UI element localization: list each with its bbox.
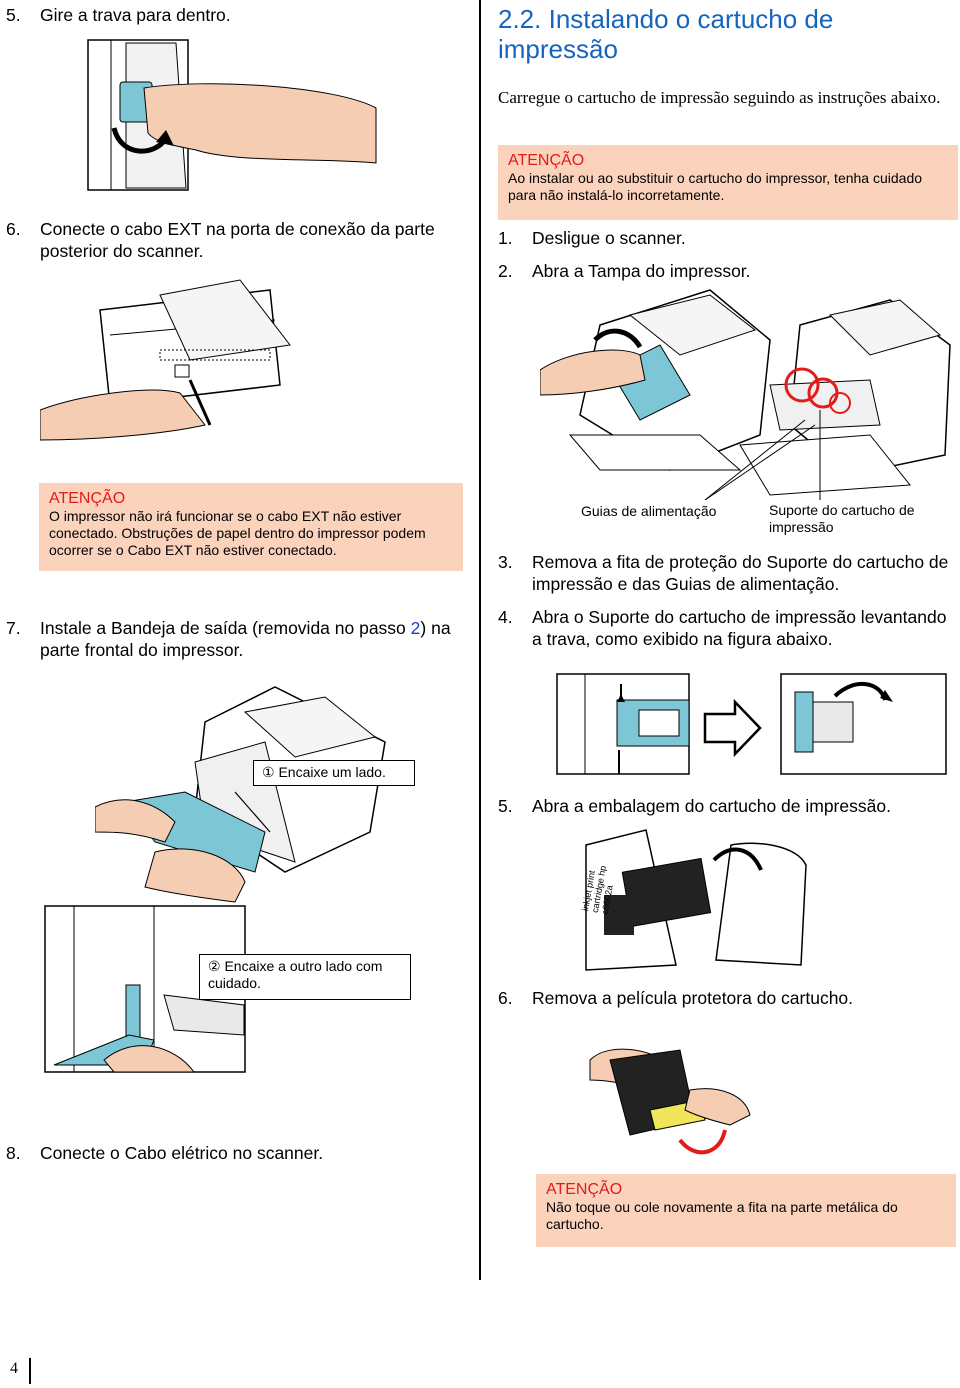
page-number: 4: [10, 1360, 18, 1377]
step-number: 6.: [498, 988, 513, 1008]
step-text: Abra o Suporte do cartucho de impressão …: [532, 607, 947, 649]
figure-remove-film: [589, 1048, 751, 1155]
left-step-6: 6. Conecte o cabo EXT na porta de conexã…: [6, 218, 456, 262]
step-number: 2.: [498, 261, 513, 281]
step-text: Remova a fita de proteção do Suporte do …: [532, 552, 949, 594]
warning-title: ATENÇÃO: [546, 1181, 623, 1198]
warning-title: ATENÇÃO: [508, 152, 585, 169]
left-warning-box: ATENÇÃO O impressor não irá funcionar se…: [39, 483, 463, 571]
left-step-8: 8. Conecte o Cabo elétrico no scanner.: [6, 1142, 466, 1164]
step-number: 6.: [6, 219, 21, 239]
label-cartridge-holder: Suporte do cartucho de impressão: [769, 502, 915, 535]
step-text: Remova a película protetora do cartucho.: [532, 988, 854, 1008]
section-title: 2.2. Instalando o cartucho de impressão: [498, 4, 834, 64]
step-number: 5.: [498, 796, 513, 816]
left-step-5: 5. Gire a trava para dentro.: [6, 4, 466, 26]
step-number: 3.: [498, 552, 513, 572]
step-number: 5.: [6, 5, 21, 25]
step-text: Conecte o cabo EXT na porta de conexão d…: [40, 219, 435, 261]
right-step-4: 4. Abra o Suporte do cartucho de impress…: [498, 606, 958, 650]
right-step-1: 1. Desligue o scanner.: [498, 227, 948, 249]
column-divider: [479, 0, 481, 1280]
right-warning-box-2: ATENÇÃO Não toque ou cole novamente a fi…: [536, 1174, 956, 1247]
warning-text: Não toque ou cole novamente a fita na pa…: [546, 1199, 898, 1232]
right-step-5: 5. Abra a embalagem do cartucho de impre…: [498, 795, 958, 817]
right-step-3: 3. Remova a fita de proteção do Suporte …: [498, 551, 958, 595]
callout-marker: ②: [208, 958, 221, 974]
step-number: 8.: [6, 1143, 21, 1163]
callout-marker: ①: [262, 764, 275, 780]
figure-cartridge-package: [585, 829, 807, 971]
right-step-2: 2. Abra a Tampa do impressor.: [498, 260, 948, 282]
warning-text: Ao instalar ou ao substituir o cartucho …: [508, 170, 923, 203]
callout-text: Encaixe a outro lado com cuidado.: [208, 958, 383, 991]
step-text: Abra a Tampa do impressor.: [532, 261, 751, 281]
step-text: Gire a trava para dentro.: [40, 5, 231, 25]
figure-open-holder: [556, 673, 947, 775]
right-warning-box-1: ATENÇÃO Ao instalar ou ao substituir o c…: [498, 145, 958, 220]
left-step-7: 7. Instale a Bandeja de saída (removida …: [6, 617, 466, 661]
figure-rotate-latch: [87, 39, 377, 191]
step-text: Abra a embalagem do cartucho de impressã…: [532, 796, 891, 816]
step-number: 7.: [6, 618, 21, 638]
warning-title: ATENÇÃO: [49, 490, 126, 507]
warning-text: O impressor não irá funcionar se o cabo …: [49, 508, 426, 558]
step-reference[interactable]: 2: [410, 618, 421, 638]
step-number: 1.: [498, 228, 513, 248]
figure-open-printer-cover: [540, 289, 951, 500]
step-text: Instale a Bandeja de saída (removida no …: [40, 618, 451, 660]
callout-step-1: ① Encaixe um lado.: [253, 760, 415, 786]
callout-text: Encaixe um lado.: [278, 764, 386, 780]
footer-divider: [29, 1358, 31, 1384]
right-step-6: 6. Remova a película protetora do cartuc…: [498, 987, 958, 1009]
step-text: Conecte o Cabo elétrico no scanner.: [40, 1143, 324, 1163]
step-text: Desligue o scanner.: [532, 228, 686, 248]
intro-text: Carregue o cartucho de impressão seguind…: [498, 88, 941, 107]
callout-step-2: ② Encaixe a outro lado com cuidado.: [199, 954, 411, 1000]
label-feed-guides: Guias de alimentação: [581, 503, 717, 519]
step-number: 4.: [498, 607, 513, 627]
figure-output-tray: [95, 686, 386, 903]
figure-ext-cable: [40, 279, 291, 441]
